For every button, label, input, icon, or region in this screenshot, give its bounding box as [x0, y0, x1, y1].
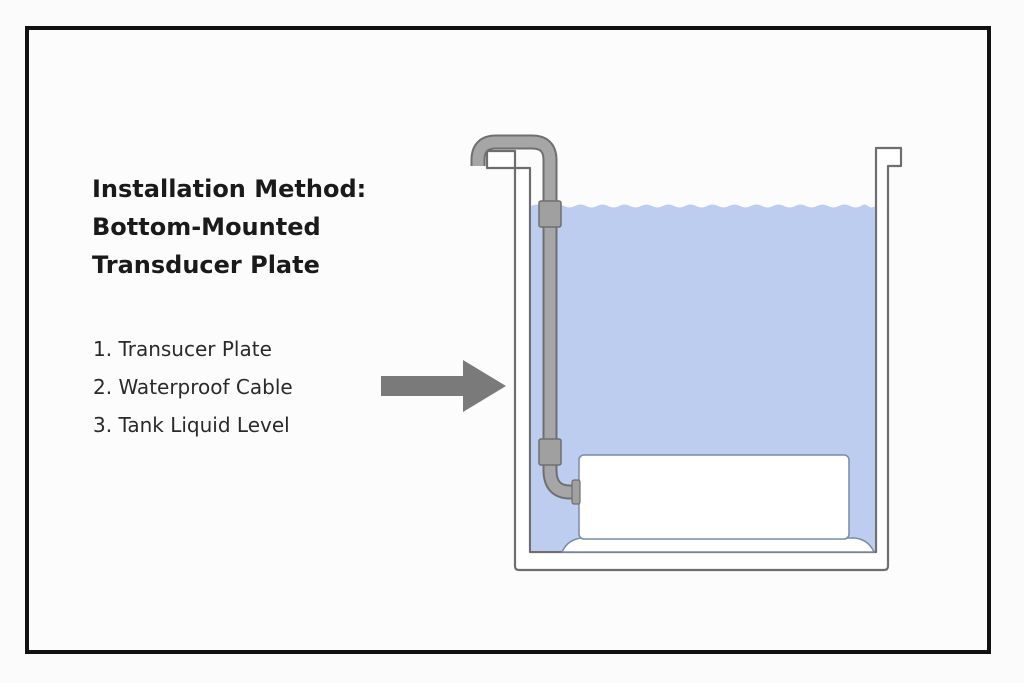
title-line-1: Installation Method:: [92, 175, 367, 203]
legend-item-tank-liquid-level: 3. Tank Liquid Level: [93, 413, 290, 437]
transducer-plate: [560, 454, 876, 553]
component-legend: 1. Transucer Plate 2. Waterproof Cable 3…: [93, 330, 293, 444]
title-line-3: Transducer Plate: [92, 251, 320, 279]
legend-item-transducer-plate: 1. Transucer Plate: [93, 337, 272, 361]
cable-connector: [571, 479, 581, 505]
arrow-right-icon: [381, 360, 506, 412]
tank-wall: [485, 146, 903, 572]
diagram-title: Installation Method: Bottom-Mounted Tran…: [92, 170, 366, 284]
cable-gland-bottom: [538, 438, 562, 466]
legend-item-waterproof-cable: 2. Waterproof Cable: [93, 375, 293, 399]
cable-gland-top: [538, 200, 562, 228]
waterproof-cable: [470, 134, 581, 505]
title-line-2: Bottom-Mounted: [92, 213, 321, 241]
